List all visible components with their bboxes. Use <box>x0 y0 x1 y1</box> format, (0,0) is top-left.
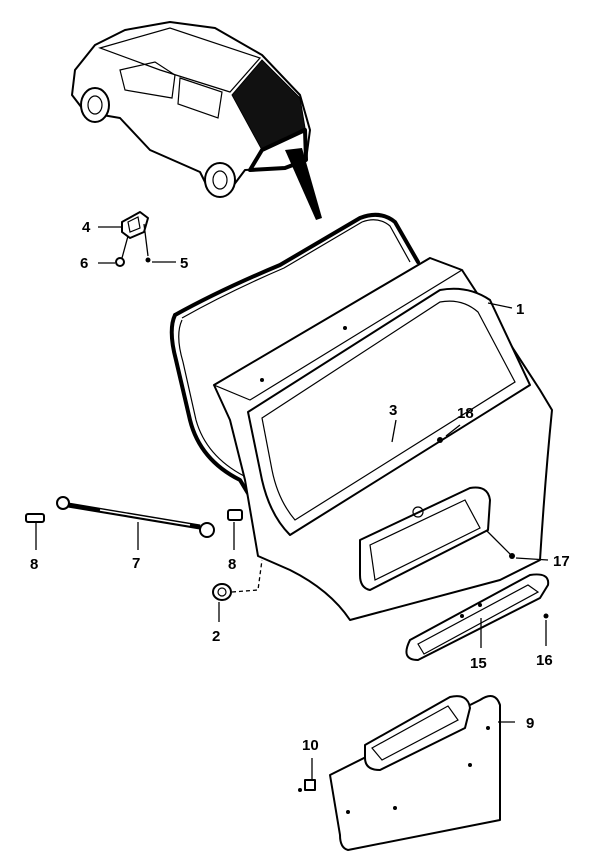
bumper-stop <box>212 559 263 622</box>
garnish-strip <box>405 573 550 661</box>
hinge-bracket <box>121 211 149 259</box>
callout-8-left: 8 <box>30 556 38 573</box>
car-overview-illustration <box>71 21 311 198</box>
trim-clip <box>298 758 316 792</box>
ball-stud-left <box>25 513 45 550</box>
tailgate-panel <box>212 257 553 621</box>
callout-9: 9 <box>526 715 534 732</box>
weatherstrip-seal <box>169 212 420 512</box>
callout-17: 17 <box>553 553 570 570</box>
callout-15: 15 <box>470 655 487 672</box>
callout-16: 16 <box>536 652 553 669</box>
callout-8-right: 8 <box>228 556 236 573</box>
trim-panel <box>329 695 501 851</box>
callout-2: 2 <box>212 628 220 645</box>
callout-10: 10 <box>302 737 319 754</box>
callout-6: 6 <box>80 255 88 272</box>
callout-5: 5 <box>180 255 188 272</box>
callout-18: 18 <box>457 405 474 422</box>
ball-stud-right <box>227 509 243 550</box>
gas-strut <box>56 496 215 538</box>
callout-3: 3 <box>389 402 397 419</box>
nut-part-6 <box>115 257 125 267</box>
callout-1: 1 <box>516 301 524 318</box>
overview-pointer <box>285 148 322 220</box>
callout-4: 4 <box>82 219 91 236</box>
bolt-part-5 <box>145 257 151 263</box>
callout-7: 7 <box>132 555 140 572</box>
